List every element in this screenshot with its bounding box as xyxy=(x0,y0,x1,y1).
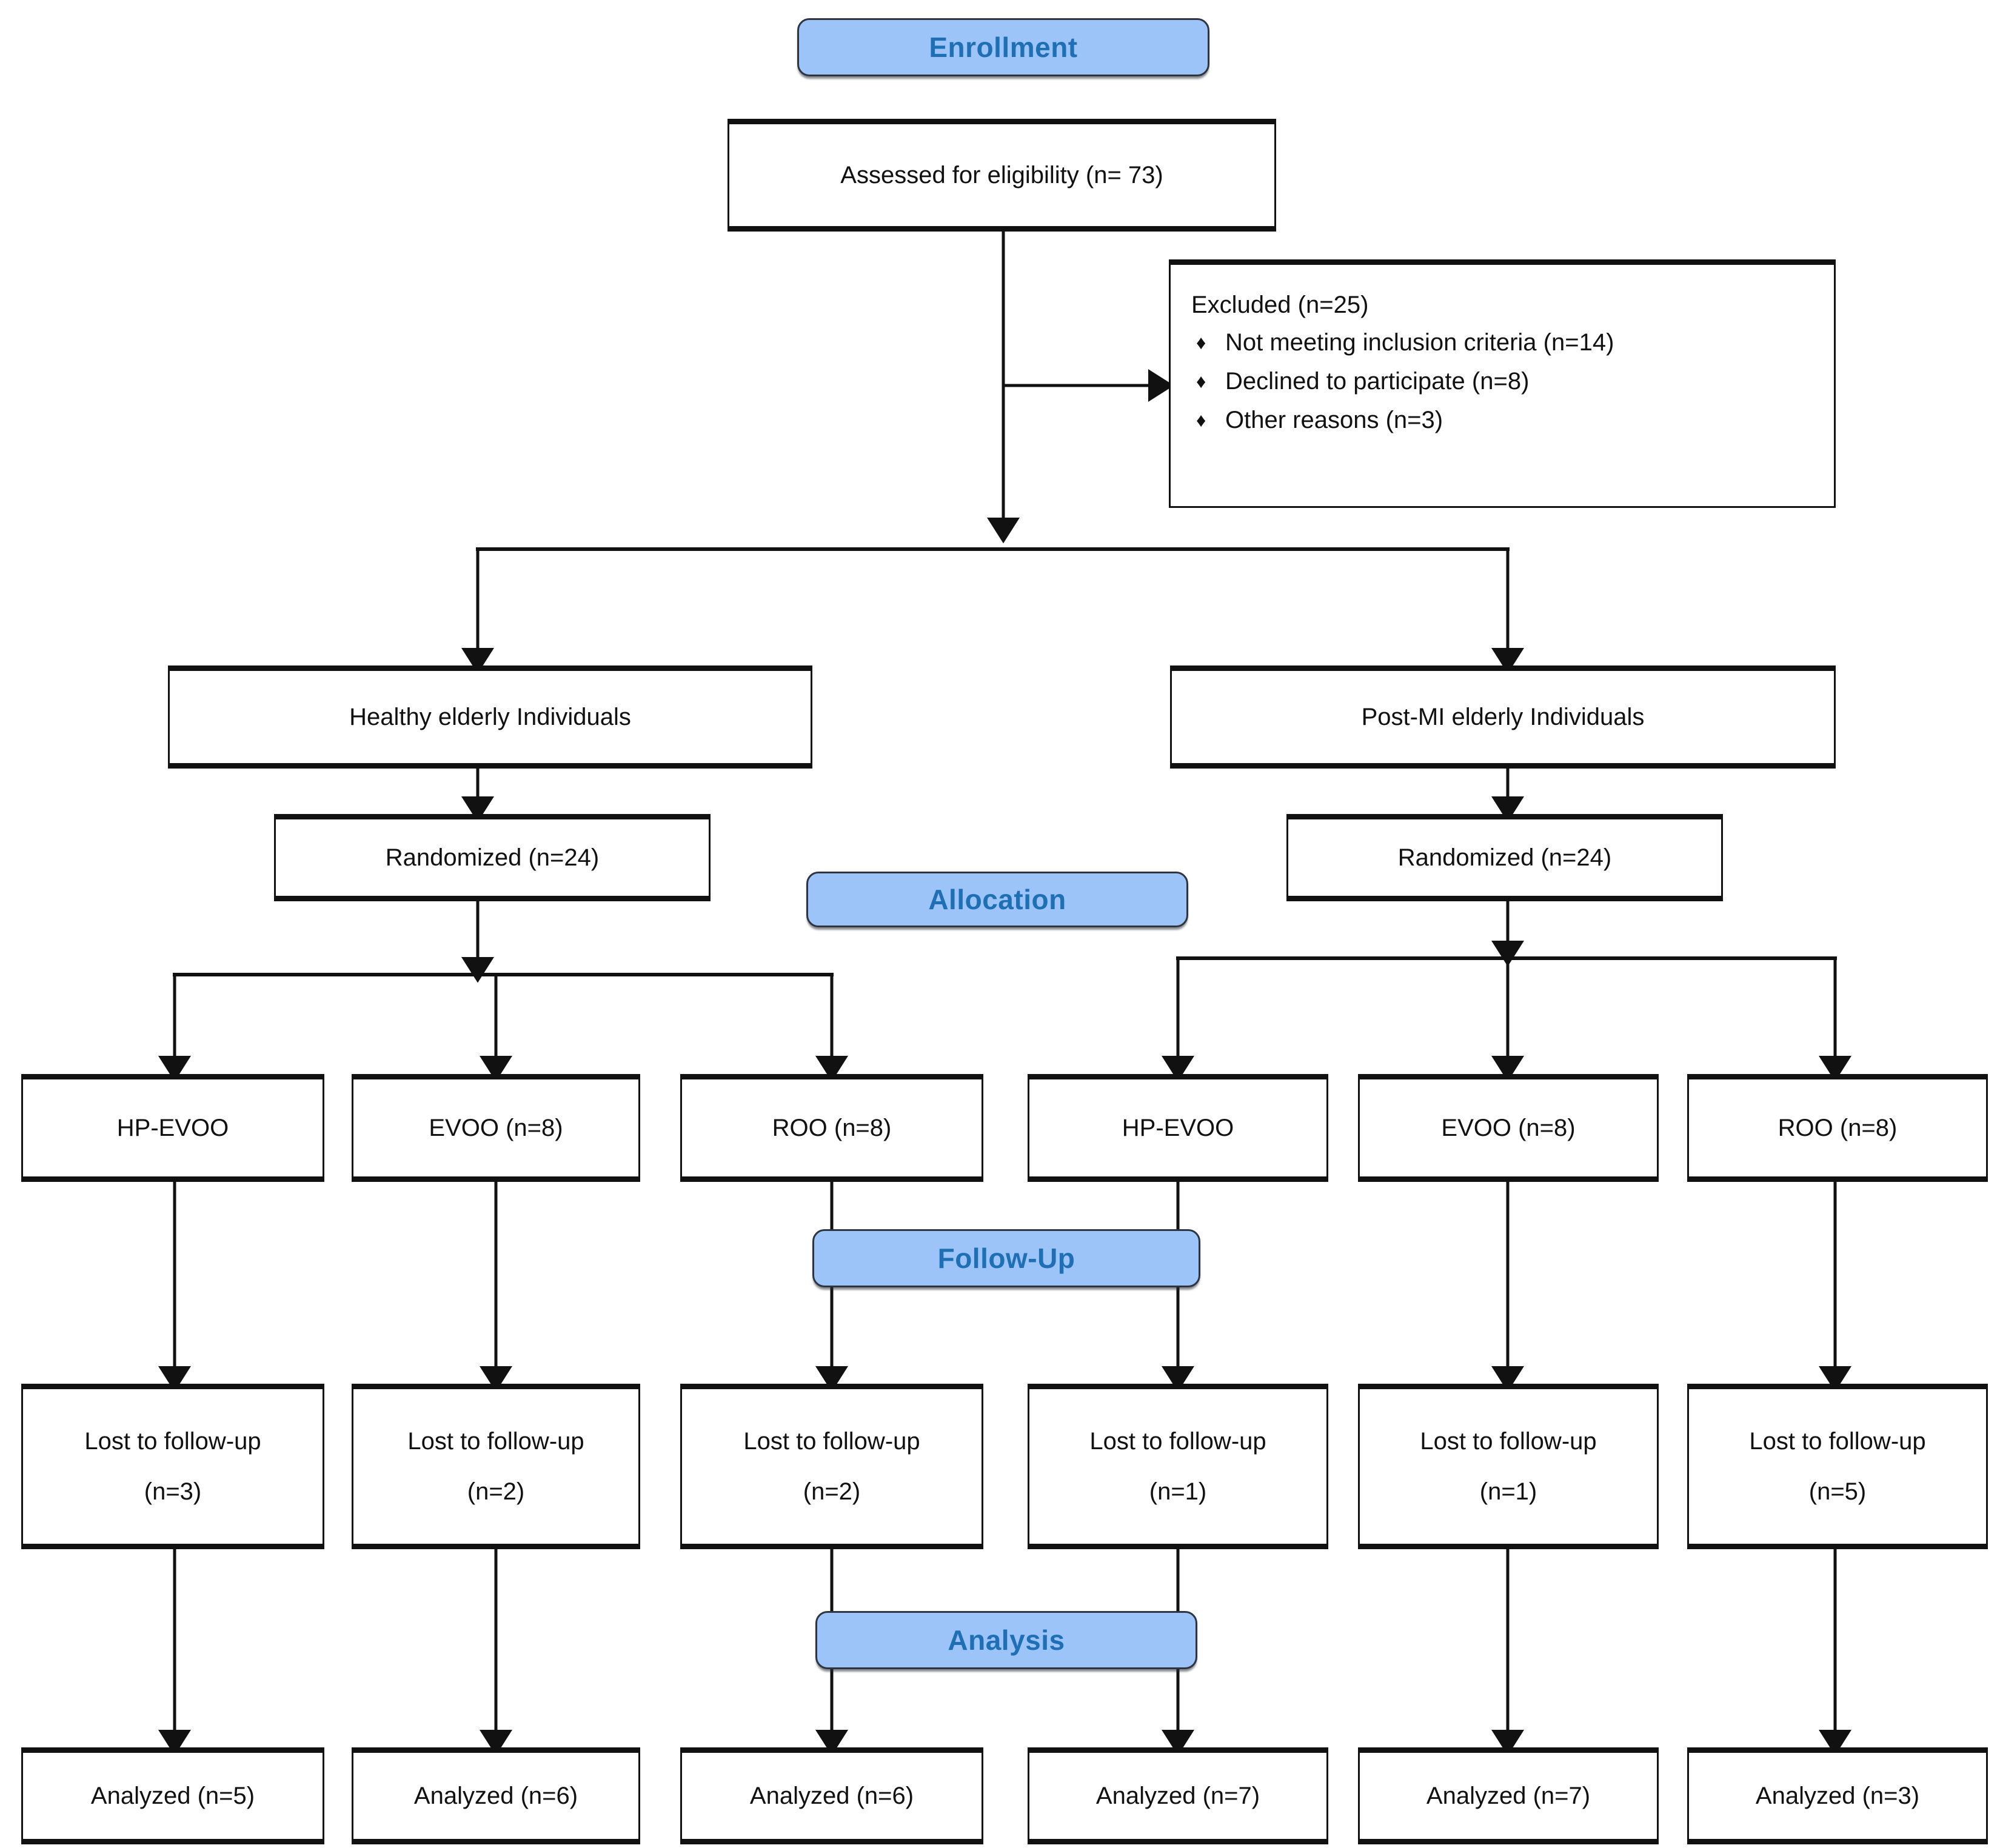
box-allocation-postmi-hp-evoo: HP-EVOO xyxy=(1028,1074,1328,1182)
lost-count: (n=2) xyxy=(467,1478,525,1505)
allocation-label: ROO (n=8) xyxy=(772,1115,892,1141)
lost-label: Lost to follow-up xyxy=(84,1428,261,1455)
lost-label: Lost to follow-up xyxy=(1749,1428,1926,1455)
box-lost-postmi-evoo: Lost to follow-up (n=1) xyxy=(1358,1384,1659,1549)
box-lost-postmi-roo: Lost to follow-up (n=5) xyxy=(1687,1384,1988,1549)
analyzed-label: Analyzed (n=6) xyxy=(413,1783,578,1809)
box-analyzed-postmi-hp-evoo: Analyzed (n=7) xyxy=(1028,1747,1328,1844)
box-randomized-healthy: Randomized (n=24) xyxy=(274,814,711,901)
box-lost-healthy-evoo: Lost to follow-up (n=2) xyxy=(352,1384,640,1549)
lost-count: (n=5) xyxy=(1808,1478,1867,1505)
box-allocation-postmi-evoo: EVOO (n=8) xyxy=(1358,1074,1659,1182)
box-lost-healthy-hp-evoo: Lost to follow-up (n=3) xyxy=(21,1384,324,1549)
excluded-reason-list: ♦ Not meeting inclusion criteria (n=14) … xyxy=(1191,330,1816,432)
diamond-bullet-icon: ♦ xyxy=(1196,332,1206,353)
excluded-reason-item: ♦ Not meeting inclusion criteria (n=14) xyxy=(1191,330,1816,355)
box-analyzed-postmi-evoo: Analyzed (n=7) xyxy=(1358,1747,1659,1844)
banner-follow-up-label: Follow-Up xyxy=(937,1243,1075,1274)
allocation-label: EVOO (n=8) xyxy=(429,1115,563,1141)
box-analyzed-healthy-hp-evoo: Analyzed (n=5) xyxy=(21,1747,324,1844)
box-allocation-healthy-evoo: EVOO (n=8) xyxy=(352,1074,640,1182)
cohort-healthy-label: Healthy elderly Individuals xyxy=(349,704,631,730)
analyzed-label: Analyzed (n=3) xyxy=(1755,1783,1920,1809)
diamond-bullet-icon: ♦ xyxy=(1196,409,1206,431)
lost-count: (n=1) xyxy=(1479,1478,1537,1505)
diamond-bullet-icon: ♦ xyxy=(1196,370,1206,392)
banner-allocation: Allocation xyxy=(806,872,1188,927)
excluded-title: Excluded (n=25) xyxy=(1191,292,1369,318)
box-analyzed-healthy-evoo: Analyzed (n=6) xyxy=(352,1747,640,1844)
box-lost-postmi-hp-evoo: Lost to follow-up (n=1) xyxy=(1028,1384,1328,1549)
banner-enrollment: Enrollment xyxy=(797,18,1209,76)
excluded-reason-item: ♦ Other reasons (n=3) xyxy=(1191,408,1816,432)
box-randomized-post-mi: Randomized (n=24) xyxy=(1286,814,1723,901)
lost-count: (n=1) xyxy=(1149,1478,1207,1505)
assessed-label: Assessed for eligibility (n= 73) xyxy=(840,162,1163,188)
allocation-label: EVOO (n=8) xyxy=(1441,1115,1576,1141)
excluded-reason-text: Not meeting inclusion criteria (n=14) xyxy=(1225,329,1614,356)
box-allocation-healthy-hp-evoo: HP-EVOO xyxy=(21,1074,324,1182)
lost-label: Lost to follow-up xyxy=(1089,1428,1266,1455)
randomized-post-mi-label: Randomized (n=24) xyxy=(1397,844,1612,871)
lost-label: Lost to follow-up xyxy=(407,1428,584,1455)
allocation-label: HP-EVOO xyxy=(116,1115,229,1141)
box-allocation-postmi-roo: ROO (n=8) xyxy=(1687,1074,1988,1182)
box-assessed-for-eligibility: Assessed for eligibility (n= 73) xyxy=(727,119,1276,232)
lost-count: (n=2) xyxy=(803,1478,861,1505)
lost-label: Lost to follow-up xyxy=(1420,1428,1597,1455)
box-excluded: Excluded (n=25) ♦ Not meeting inclusion … xyxy=(1169,259,1836,508)
banner-analysis: Analysis xyxy=(815,1611,1197,1669)
analyzed-label: Analyzed (n=7) xyxy=(1426,1783,1591,1809)
box-cohort-post-mi: Post-MI elderly Individuals xyxy=(1170,665,1836,769)
excluded-reason-text: Other reasons (n=3) xyxy=(1225,407,1443,433)
lost-label: Lost to follow-up xyxy=(743,1428,920,1455)
cohort-post-mi-label: Post-MI elderly Individuals xyxy=(1361,704,1645,730)
analyzed-label: Analyzed (n=7) xyxy=(1095,1783,1260,1809)
excluded-reason-text: Declined to participate (n=8) xyxy=(1225,368,1530,395)
box-analyzed-healthy-roo: Analyzed (n=6) xyxy=(680,1747,983,1844)
banner-allocation-label: Allocation xyxy=(928,884,1066,915)
box-analyzed-postmi-roo: Analyzed (n=3) xyxy=(1687,1747,1988,1844)
box-lost-healthy-roo: Lost to follow-up (n=2) xyxy=(680,1384,983,1549)
allocation-label: HP-EVOO xyxy=(1122,1115,1234,1141)
randomized-healthy-label: Randomized (n=24) xyxy=(385,844,600,871)
excluded-reason-item: ♦ Declined to participate (n=8) xyxy=(1191,369,1816,393)
banner-enrollment-label: Enrollment xyxy=(929,32,1078,63)
box-cohort-healthy: Healthy elderly Individuals xyxy=(168,665,812,769)
analyzed-label: Analyzed (n=6) xyxy=(749,1783,914,1809)
allocation-label: ROO (n=8) xyxy=(1778,1115,1898,1141)
banner-analysis-label: Analysis xyxy=(948,1624,1065,1656)
lost-count: (n=3) xyxy=(144,1478,202,1505)
box-allocation-healthy-roo: ROO (n=8) xyxy=(680,1074,983,1182)
banner-follow-up: Follow-Up xyxy=(812,1229,1200,1287)
analyzed-label: Analyzed (n=5) xyxy=(90,1783,255,1809)
